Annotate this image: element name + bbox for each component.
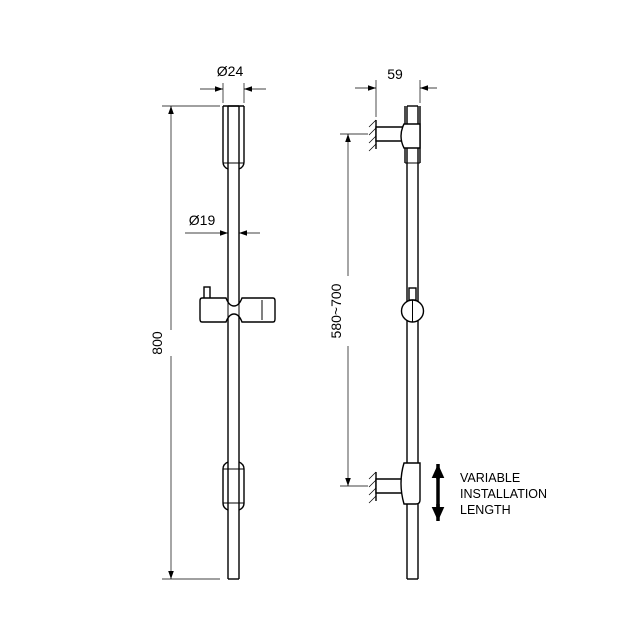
note-line-3: LENGTH xyxy=(460,503,511,517)
note-line-2: INSTALLATION xyxy=(460,487,547,501)
dim-depth-label: 59 xyxy=(387,66,403,82)
dim-bar-diameter-label: Ø19 xyxy=(189,212,216,228)
side-view: 59 580~700 VARIABLE INSTALLATION LENGTH xyxy=(328,66,547,580)
front-view: Ø24 Ø19 800 xyxy=(149,63,276,580)
front-rail-bar xyxy=(222,105,245,580)
dim-depth: 59 xyxy=(355,66,437,117)
note-line-1: VARIABLE xyxy=(460,471,520,485)
side-slider-knob xyxy=(400,287,425,323)
side-rail-bar xyxy=(404,105,421,580)
dim-overall-length: 800 xyxy=(149,105,220,580)
side-bottom-wall-bracket xyxy=(368,462,421,505)
front-slider-holder xyxy=(199,286,276,323)
dim-top-diameter-label: Ø24 xyxy=(217,63,244,79)
dim-overall-length-label: 800 xyxy=(149,331,165,355)
side-top-wall-bracket xyxy=(368,119,421,152)
dim-bar-diameter: Ø19 xyxy=(185,212,260,236)
variable-length-note: VARIABLE INSTALLATION LENGTH xyxy=(460,471,547,517)
dim-top-diameter: Ø24 xyxy=(200,63,266,103)
dim-bracket-spacing: 580~700 xyxy=(328,133,368,487)
dim-bracket-spacing-label: 580~700 xyxy=(328,283,344,338)
